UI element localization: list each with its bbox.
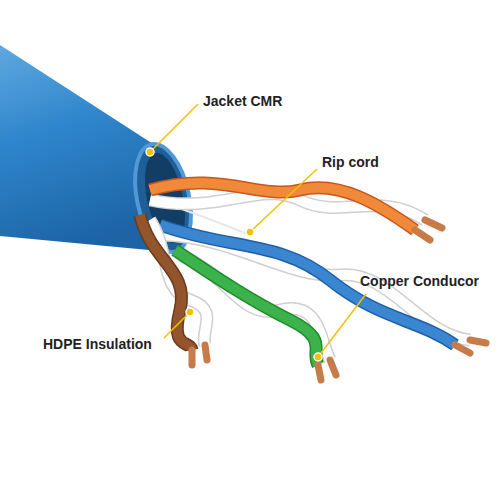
green-pair	[175, 250, 336, 380]
leader-dots	[146, 148, 322, 361]
part-label: Copper Conducor	[360, 273, 479, 290]
leader-lines	[150, 104, 366, 357]
leader-dot	[146, 148, 154, 156]
part-label: Jacket CMR	[203, 93, 282, 110]
leader-dot	[186, 308, 194, 316]
leader-line	[150, 104, 198, 152]
part-label: Rip cord	[322, 154, 379, 171]
part-label: HDPE Insulation	[43, 336, 152, 353]
leader-dot	[246, 228, 254, 236]
leader-line	[318, 294, 366, 357]
leader-dot	[314, 353, 322, 361]
leader-line	[250, 169, 317, 232]
leader-line	[164, 312, 190, 338]
